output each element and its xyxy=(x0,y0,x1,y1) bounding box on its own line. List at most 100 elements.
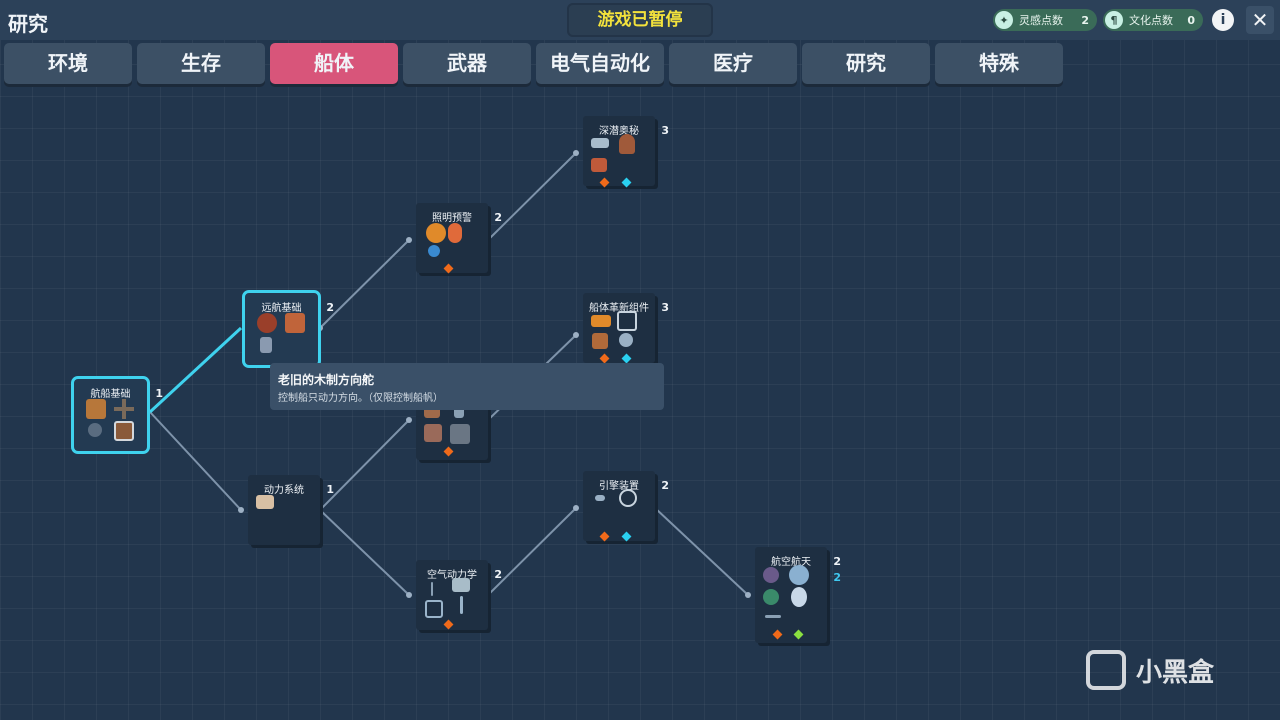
gear-icon xyxy=(619,333,633,347)
orange-gem-icon xyxy=(599,531,610,542)
tech-node-aerodynamics[interactable]: 空气动力学 2 xyxy=(416,560,502,630)
link-n1-n2 xyxy=(148,326,243,414)
motor-icon xyxy=(591,315,611,327)
node-cost-secondary: 2 xyxy=(833,571,841,584)
tech-node-power-system[interactable]: 动力系统 1 xyxy=(248,475,334,545)
tooltip-title: 老旧的木制方向舵 xyxy=(278,373,375,387)
item-tooltip: 老旧的木制方向舵 控制船只动力方向。（仅限控制船帆） xyxy=(270,363,664,410)
crosshair-icon xyxy=(619,489,637,507)
link-n8-n9 xyxy=(487,507,577,596)
node-cost: 2 xyxy=(494,568,502,581)
engine-part-icon xyxy=(256,495,274,509)
box-icon xyxy=(591,158,607,172)
blue-gem-icon xyxy=(621,353,632,364)
tab-environment[interactable]: 环境 xyxy=(4,43,132,84)
orange-gem-icon xyxy=(772,629,783,640)
orange-gem-icon xyxy=(443,446,454,457)
tech-node-ship-basics[interactable]: 航船基础 1 xyxy=(71,376,163,454)
cross-frame-icon xyxy=(114,399,134,419)
node-title: 引擎装置 xyxy=(599,481,639,492)
inspiration-value: 2 xyxy=(1081,13,1089,27)
node-cost: 2 xyxy=(661,479,669,492)
page-title: 研究 xyxy=(8,12,48,36)
barrel-icon xyxy=(592,333,608,349)
machine-icon xyxy=(424,424,442,442)
tech-node-voyage-basics[interactable]: 远航基础 2 xyxy=(242,290,334,368)
link-n7-n6 xyxy=(319,419,410,511)
link-n1-n7 xyxy=(149,411,242,511)
node-title: 航船基础 xyxy=(90,389,131,400)
sail-icon xyxy=(452,578,470,592)
link-n7-n8 xyxy=(319,509,410,596)
wave-icon xyxy=(765,615,781,618)
link-n9-n10 xyxy=(654,507,749,596)
tab-research[interactable]: 研究 xyxy=(802,43,930,84)
capsule-light-icon xyxy=(448,223,462,243)
node-cost: 2 xyxy=(494,211,502,224)
scroll-icon: ¶ xyxy=(1105,11,1123,29)
bell-icon xyxy=(428,245,440,257)
node-cost: 3 xyxy=(661,124,669,137)
tech-node-engine-device[interactable]: 引擎装置 2 xyxy=(583,471,669,542)
wood-plank-icon xyxy=(86,399,106,419)
tab-hull[interactable]: 船体 xyxy=(270,43,398,84)
category-tabs: 环境 生存 船体 武器 电气自动化 医疗 研究 特殊 xyxy=(4,43,1063,84)
orb-icon xyxy=(763,567,779,583)
node-title: 远航基础 xyxy=(261,303,302,314)
tech-node-lighting-warning[interactable]: 照明预警 2 xyxy=(416,203,502,274)
orange-gem-icon xyxy=(443,263,454,274)
node-cost: 1 xyxy=(326,483,334,496)
top-bar: 研究 游戏已暂停 ✦ 灵感点数 2 ¶ 文化点数 0 i ✕ xyxy=(0,0,1280,40)
fan-icon xyxy=(789,565,809,585)
tab-survival[interactable]: 生存 xyxy=(137,43,265,84)
node-title: 深潜奥秘 xyxy=(599,126,639,137)
stand-icon xyxy=(454,404,464,418)
tech-node-aerospace[interactable]: 航空航天 2 2 xyxy=(755,547,841,643)
node-title: 空气动力学 xyxy=(427,570,477,581)
blue-gem-icon xyxy=(621,177,632,188)
culture-label: 文化点数 xyxy=(1129,14,1173,27)
lantern-icon xyxy=(426,223,446,243)
tech-node-deep-dive-secrets[interactable]: 深潜奥秘 3 xyxy=(583,116,669,188)
node-cost: 2 xyxy=(833,555,841,568)
tooltip-description: 控制船只动力方向。（仅限控制船帆） xyxy=(278,393,443,404)
lightbulb-icon: ✦ xyxy=(995,11,1013,29)
crate-icon xyxy=(114,421,134,441)
close-button[interactable]: ✕ xyxy=(1246,6,1274,34)
panel-icon xyxy=(450,424,470,444)
tab-electric-automation[interactable]: 电气自动化 xyxy=(536,43,664,84)
inspiration-label: 灵感点数 xyxy=(1019,14,1063,27)
orange-gem-icon xyxy=(599,353,610,364)
node-title: 动力系统 xyxy=(264,485,304,496)
drill-icon xyxy=(591,138,609,148)
watermark: 小黑盒 xyxy=(1086,650,1214,690)
frame-icon xyxy=(617,311,637,331)
info-icon[interactable]: i xyxy=(1212,9,1234,31)
blue-gem-icon xyxy=(621,531,632,542)
tech-node-hull-innovation[interactable]: 船体革新组件 3 xyxy=(583,293,669,364)
thruster-icon xyxy=(595,495,605,501)
inspiration-points: ✦ 灵感点数 2 xyxy=(993,9,1097,31)
tab-medical[interactable]: 医疗 xyxy=(669,43,797,84)
node-title: 航空航天 xyxy=(771,557,811,568)
link-n3-n4 xyxy=(487,152,577,241)
tab-special[interactable]: 特殊 xyxy=(935,43,1063,84)
node-cost: 3 xyxy=(661,301,669,314)
helm-icon xyxy=(257,313,277,333)
tab-weapons[interactable]: 武器 xyxy=(403,43,531,84)
buoy-icon xyxy=(619,134,635,154)
rudder-icon xyxy=(260,337,272,353)
culture-value: 0 xyxy=(1187,13,1195,27)
orange-gem-icon xyxy=(443,619,454,630)
node-title: 船体革新组件 xyxy=(589,303,649,314)
propeller-icon xyxy=(791,587,807,607)
node-title: 照明预警 xyxy=(432,213,472,224)
anchor-icon xyxy=(88,423,102,437)
heybox-logo-icon xyxy=(1086,650,1126,690)
rod-icon xyxy=(431,582,433,596)
green-gem-icon xyxy=(793,629,804,640)
watermark-text: 小黑盒 xyxy=(1136,657,1215,688)
core-icon xyxy=(763,589,779,605)
node-cost: 2 xyxy=(326,301,334,314)
